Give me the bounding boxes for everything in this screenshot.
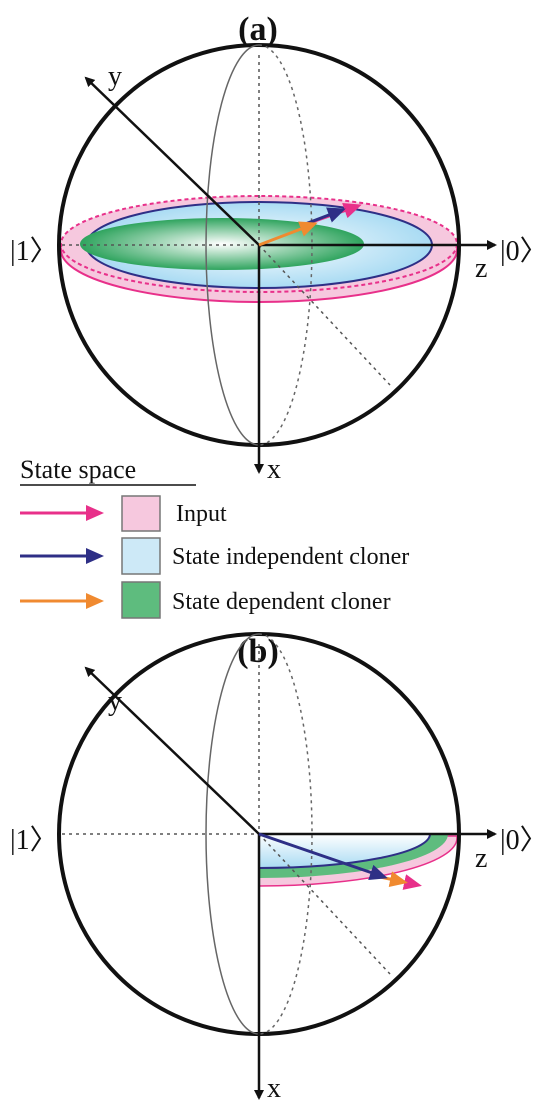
ket1-label-a: |1〉 bbox=[10, 235, 58, 267]
legend-dependent-swatch bbox=[121, 581, 161, 619]
legend-item-dependent: State dependent cloner bbox=[20, 581, 391, 619]
ket1-label-b: |1〉 bbox=[10, 824, 58, 856]
y-label-b: y bbox=[108, 686, 122, 717]
z-label-a: z bbox=[475, 253, 487, 284]
legend-independent-swatch bbox=[121, 537, 161, 575]
meridian-back-a bbox=[258, 44, 313, 446]
panel-a-label: (a) bbox=[238, 11, 278, 48]
meridian-front-b bbox=[205, 633, 260, 1035]
y-axis-a bbox=[84, 76, 260, 246]
legend-item-independent: State independent cloner bbox=[20, 537, 409, 575]
panel-b: (b) y x z |0〉 |1〉 bbox=[10, 632, 539, 1104]
independent-cloner-region-b bbox=[258, 833, 432, 870]
legend-input-label: Input bbox=[176, 501, 227, 527]
legend-dependent-label: State dependent cloner bbox=[172, 589, 391, 615]
legend-independent-label: State independent cloner bbox=[172, 544, 409, 570]
x-label-a: x bbox=[267, 454, 281, 485]
y-label-a: y bbox=[108, 61, 122, 92]
x-label-b: x bbox=[267, 1073, 281, 1104]
ket0-label-a: |0〉 bbox=[500, 235, 539, 267]
meridian-back-b bbox=[258, 633, 313, 1035]
legend: State space Input State independent clon… bbox=[20, 455, 409, 619]
panel-b-label: (b) bbox=[237, 633, 279, 670]
ket0-label-b: |0〉 bbox=[500, 824, 539, 856]
z-label-b: z bbox=[475, 843, 487, 874]
legend-item-input: Input bbox=[20, 495, 227, 532]
panel-a: (a) y x z |0〉 |1〉 bbox=[10, 11, 539, 485]
dependent-vector-a bbox=[258, 221, 318, 247]
y-axis-b bbox=[84, 666, 260, 835]
legend-title: State space bbox=[20, 455, 136, 484]
legend-input-swatch bbox=[121, 495, 161, 532]
meridian-front-a bbox=[205, 44, 260, 446]
independent-vector-b bbox=[258, 832, 388, 881]
